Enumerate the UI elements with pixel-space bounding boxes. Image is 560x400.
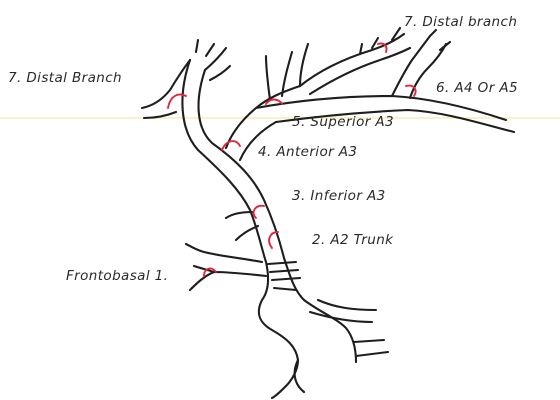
label-inferior-a3: 3. Inferior A3 [292, 188, 386, 204]
upper-distal-branch-left [300, 34, 404, 86]
top-left-stubs [196, 40, 214, 56]
label-a2-trunk: 2. A2 Trunk [312, 232, 394, 248]
label-frontobasal: Frontobasal 1. [66, 268, 168, 284]
label-anterior-a3: 4. Anterior A3 [258, 144, 357, 160]
base-branch-right-2 [354, 340, 388, 356]
label-distal-branch-left: 7. Distal Branch [8, 70, 122, 86]
a2-trunk-left-wall [182, 60, 298, 386]
marker-anterior-a3 [222, 141, 240, 150]
label-a4-a5: 6. A4 Or A5 [436, 80, 518, 96]
label-distal-branch-right: 7. Distal branch [404, 14, 517, 30]
a4-a5-stubs [430, 30, 450, 50]
a4-a5-branch-left [392, 36, 430, 96]
frontobasal-branch-upper [186, 244, 262, 262]
label-superior-a3: 5. Superior A3 [292, 114, 394, 130]
base-branch-right-1b [318, 300, 376, 310]
base-branch-right-1 [310, 312, 372, 322]
labels: 7. Distal Branch 7. Distal branch 6. A4 … [8, 14, 518, 284]
upward-branch-1 [266, 52, 292, 100]
frontobasal-branch-lower [190, 272, 266, 290]
base-branch-left [272, 360, 304, 398]
marker-inferior-a3 [254, 206, 264, 218]
